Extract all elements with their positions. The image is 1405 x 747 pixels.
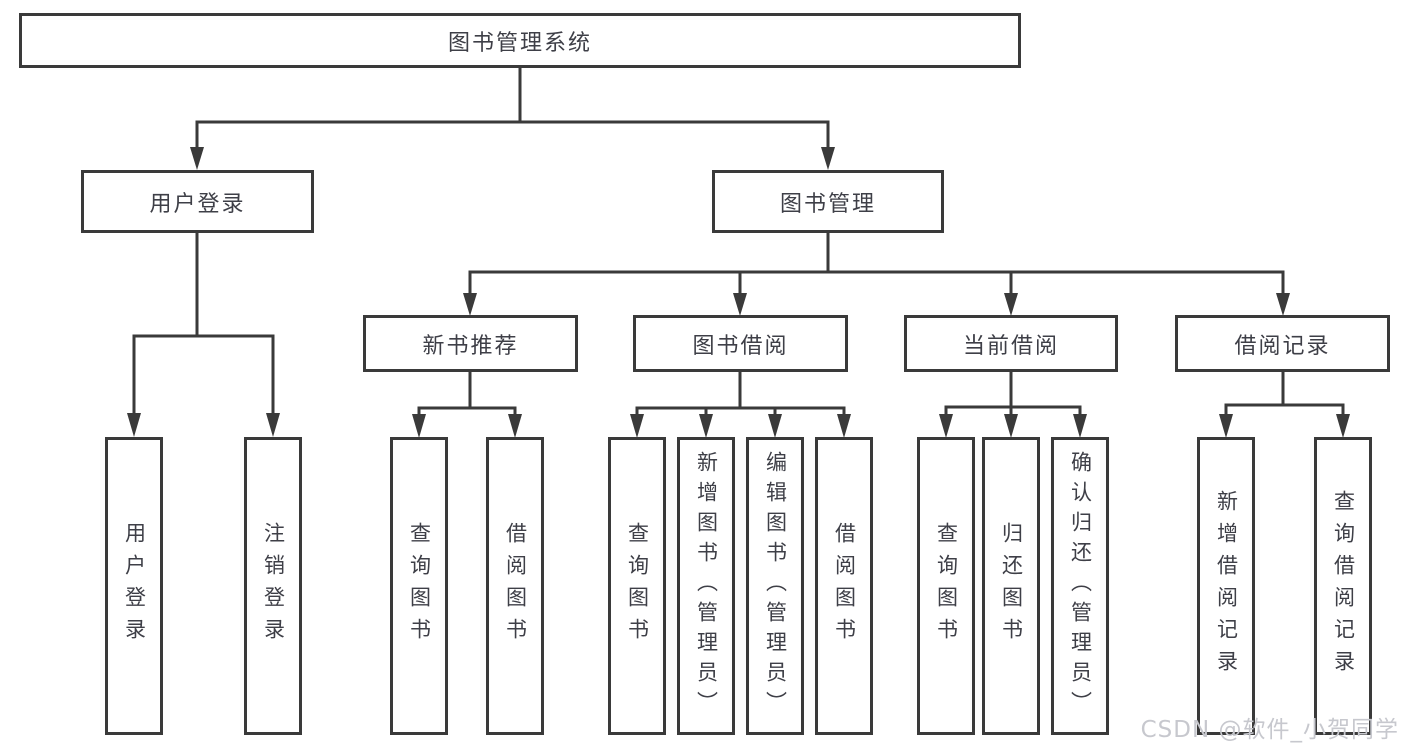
node-current-borrowing: 当前借阅	[904, 315, 1118, 372]
node-book-management-label: 图书管理	[779, 191, 876, 217]
node-root: 图书管理系统	[19, 13, 1021, 68]
node-user-login: 用户登录	[81, 170, 314, 233]
leaf-current-query-books: 查询图书	[917, 437, 975, 735]
leaf-borrowing-edit-books-admin-label: 编辑图书（管理员）	[763, 451, 788, 721]
leaf-borrowing-query-books-label: 查询图书	[625, 522, 650, 650]
leaf-current-return-books: 归还图书	[982, 437, 1040, 735]
leaf-borrowing-query-books: 查询图书	[608, 437, 666, 735]
leaf-logout-label: 注销登录	[261, 522, 286, 650]
leaf-logout: 注销登录	[244, 437, 302, 735]
node-new-book-recommendation: 新书推荐	[363, 315, 578, 372]
node-user-login-label: 用户登录	[149, 191, 246, 217]
leaf-recommend-query-books: 查询图书	[390, 437, 448, 735]
leaf-user-login-label: 用户登录	[122, 522, 147, 650]
node-new-book-recommendation-label: 新书推荐	[422, 333, 519, 359]
node-borrowing-records-label: 借阅记录	[1234, 333, 1331, 359]
leaf-records-query-record-label: 查询借阅记录	[1331, 490, 1356, 682]
leaf-recommend-borrow-books: 借阅图书	[486, 437, 544, 735]
leaf-user-login: 用户登录	[105, 437, 163, 735]
node-borrowing-records: 借阅记录	[1175, 315, 1390, 372]
node-book-borrowing-label: 图书借阅	[692, 333, 789, 359]
node-current-borrowing-label: 当前借阅	[962, 333, 1059, 359]
leaf-records-query-record: 查询借阅记录	[1314, 437, 1372, 735]
leaf-current-query-books-label: 查询图书	[934, 522, 959, 650]
leaf-borrowing-borrow-books: 借阅图书	[815, 437, 873, 735]
leaf-borrowing-edit-books-admin: 编辑图书（管理员）	[746, 437, 804, 735]
leaf-borrowing-borrow-books-label: 借阅图书	[832, 522, 857, 650]
leaf-records-add-record: 新增借阅记录	[1197, 437, 1255, 735]
leaf-current-confirm-return-admin: 确认归还（管理员）	[1051, 437, 1109, 735]
node-root-label: 图书管理系统	[447, 30, 592, 56]
leaf-borrowing-add-books-admin-label: 新增图书（管理员）	[694, 451, 719, 721]
leaf-current-return-books-label: 归还图书	[999, 522, 1024, 650]
leaf-current-confirm-return-admin-label: 确认归还（管理员）	[1068, 451, 1093, 721]
leaf-borrowing-add-books-admin: 新增图书（管理员）	[677, 437, 735, 735]
node-book-management: 图书管理	[712, 170, 944, 233]
leaf-recommend-borrow-books-label: 借阅图书	[503, 522, 528, 650]
node-book-borrowing: 图书借阅	[633, 315, 848, 372]
leaf-records-add-record-label: 新增借阅记录	[1214, 490, 1239, 682]
leaf-recommend-query-books-label: 查询图书	[407, 522, 432, 650]
